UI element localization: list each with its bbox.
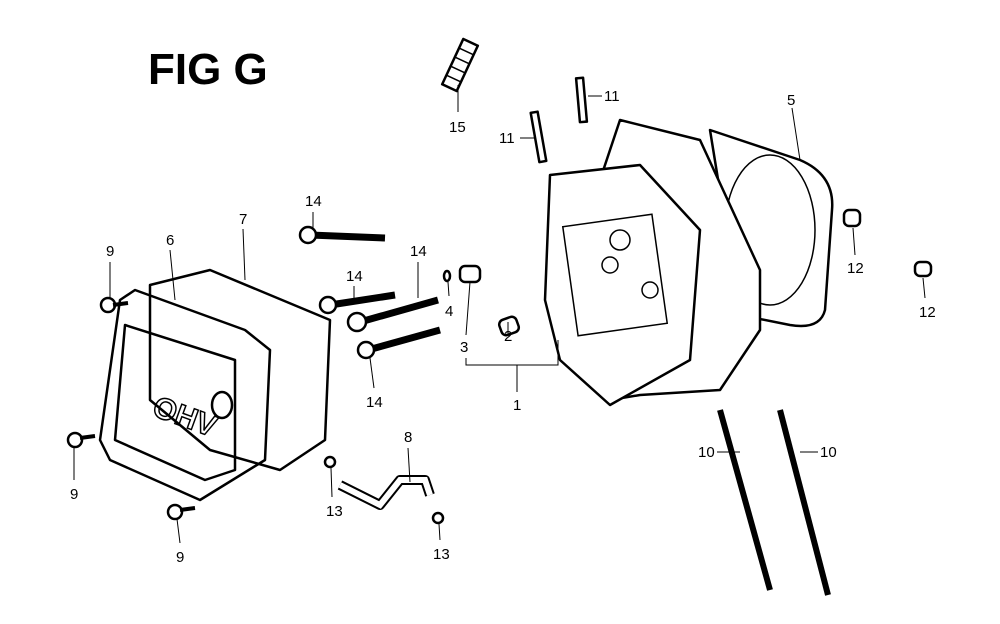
callout-14: 14 [366,394,383,411]
valve-guide [458,264,482,284]
seal [442,269,452,283]
callout-13: 13 [326,503,343,520]
callout-11: 11 [604,88,620,105]
callout-3: 3 [460,339,468,356]
leader-lines [73,212,926,544]
dowel-pin [497,315,521,337]
callout-12: 12 [847,260,864,277]
callout-13: 13 [433,546,450,563]
callout-5: 5 [787,92,795,109]
callout-9: 9 [106,243,114,260]
callout-4: 4 [445,303,453,320]
callout-12: 12 [919,304,936,321]
callout-9: 9 [70,486,78,503]
clip [323,455,337,469]
callout-2: 2 [504,328,512,345]
cylinder-head [543,118,762,407]
callout-10: 10 [820,444,837,461]
dowel-pin [913,260,933,278]
callout-9: 9 [176,549,184,566]
callout-15: 15 [449,119,466,136]
long-studs [717,409,831,596]
callout-14: 14 [305,193,322,210]
spark-plug [440,37,480,93]
dowel-pin [842,208,862,228]
valve-cover: OHV [98,288,272,502]
callout-1: 1 [513,397,521,414]
clip [431,511,445,525]
callout-14: 14 [410,243,427,260]
cover-bolts [66,296,196,521]
callout-labels: 15 11 11 5 14 14 14 14 9 9 9 6 7 4 3 2 1… [70,88,936,566]
callout-7: 7 [239,211,247,228]
stud-bolts [529,76,589,164]
callout-10: 10 [698,444,715,461]
bolts [298,225,441,360]
valve-cover-gasket [148,268,332,472]
figure-title: FIG G [148,45,268,94]
callout-14: 14 [346,268,363,285]
callout-6: 6 [166,232,174,249]
callout-8: 8 [404,429,412,446]
callout-11: 11 [499,130,515,147]
